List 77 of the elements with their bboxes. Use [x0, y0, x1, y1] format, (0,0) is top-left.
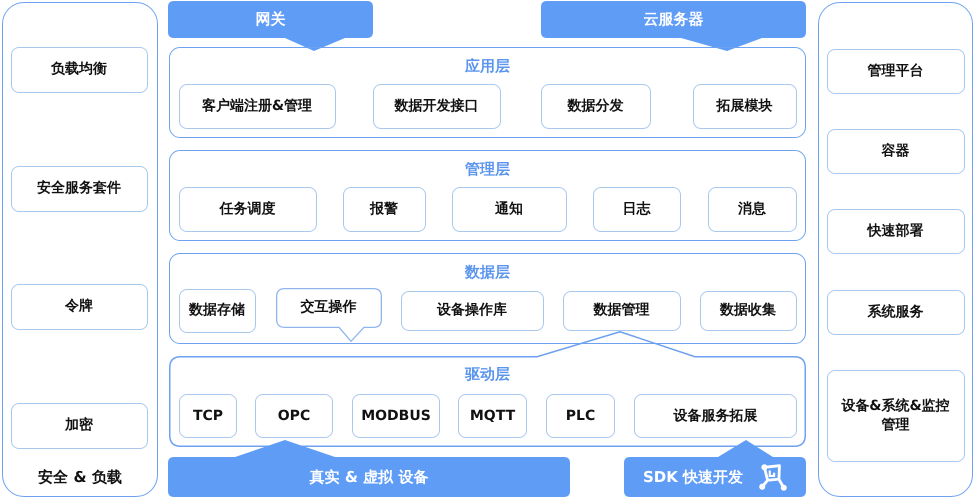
- module-label: PLC: [566, 406, 596, 426]
- module-box: [255, 394, 333, 438]
- module-label: MQTT: [470, 406, 516, 426]
- module-label: 系统服务: [868, 302, 924, 322]
- module-box: [540, 84, 650, 128]
- layer-title: 数据层: [465, 263, 510, 282]
- module-label: 设备服务拓展: [674, 406, 758, 426]
- banner-label: 网关: [256, 10, 286, 29]
- layer-panel: [169, 331, 806, 447]
- module-label: 管理平台: [868, 62, 924, 80]
- module-box: [178, 84, 336, 128]
- callout-banner: [168, 440, 570, 497]
- module-box: [10, 46, 148, 92]
- module-box: [692, 84, 796, 128]
- side-panel: [2, 2, 158, 497]
- module-box: [826, 48, 964, 94]
- module-label: OPC: [278, 406, 310, 426]
- module-label: 数据存储: [189, 301, 245, 320]
- module-box: [352, 394, 440, 438]
- module-label: MODBUS: [361, 406, 431, 426]
- module-label: TCP: [192, 406, 224, 426]
- module-label: 数据开发接口: [394, 96, 478, 116]
- module-label: 容器: [882, 142, 910, 160]
- module-label: 数据分发: [568, 96, 624, 116]
- module-box: [634, 394, 797, 438]
- module-box: [708, 186, 796, 232]
- banner-label: SDK 快速开发: [642, 468, 744, 486]
- module-box: [562, 290, 680, 330]
- module-box: [10, 284, 148, 330]
- module-box: [452, 186, 566, 232]
- module-box: [10, 166, 148, 212]
- layer-title: 驱动层: [465, 365, 510, 384]
- module-box: [372, 84, 500, 128]
- panel-title: 安全 & 负载: [38, 468, 122, 487]
- module-label: 报警: [370, 200, 398, 218]
- callout-box: [276, 288, 382, 342]
- module-box: [592, 186, 680, 232]
- layer-title: 应用层: [465, 57, 510, 76]
- module-label: 令牌: [65, 297, 93, 316]
- module-label: 数据收集: [720, 301, 776, 320]
- module-box: [700, 290, 796, 330]
- layer-panel: [169, 47, 806, 138]
- module-label: 加密: [65, 416, 93, 435]
- module-box: [458, 394, 527, 438]
- module-label: 日志: [622, 200, 650, 218]
- layer-title: 管理层: [465, 160, 510, 179]
- callout-banner: [624, 440, 806, 497]
- callout-banner: [541, 1, 806, 51]
- module-box: [826, 290, 964, 334]
- module-label: 快速部署: [868, 222, 924, 240]
- module-box: [400, 290, 544, 330]
- module-label: 任务调度: [220, 200, 276, 218]
- module-label: 设备操作库: [437, 301, 507, 320]
- module-label: 数据管理: [594, 301, 650, 320]
- module-label: 消息: [738, 200, 766, 218]
- side-panel: [818, 2, 973, 497]
- module-box: [826, 208, 964, 254]
- module-label: 负载均衡: [51, 60, 107, 79]
- module-box: [546, 394, 615, 438]
- module-box: [10, 402, 148, 448]
- banner-label: 云服务器: [644, 10, 704, 29]
- module-box: [826, 370, 964, 462]
- module-box: [178, 288, 256, 332]
- layer-panel: [169, 150, 806, 241]
- module-box: [342, 186, 426, 232]
- module-box: [179, 394, 237, 438]
- module-label: 客户端注册&管理: [202, 96, 312, 116]
- module-box: [826, 128, 964, 174]
- callout-banner: [168, 1, 373, 51]
- module-label: 安全服务套件: [37, 179, 121, 198]
- layer-panel: [169, 253, 806, 344]
- module-label: 通知: [495, 200, 523, 218]
- banner-label: 真实 & 虚拟 设备: [310, 468, 428, 486]
- module-box: [178, 186, 316, 232]
- module-label: 交互操作: [300, 298, 356, 317]
- module-label: 拓展模块: [716, 96, 772, 116]
- module-label: 设备&系统&监控管理: [840, 397, 951, 434]
